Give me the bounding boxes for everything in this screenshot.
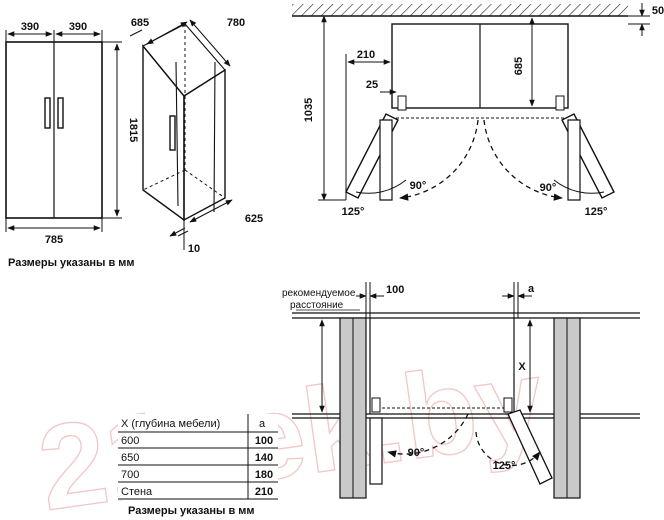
top-plan-view: 50 1035 210 25 685 90° 90° 125° 125°: [292, 3, 664, 218]
watermark: 21vek.by: [31, 333, 552, 520]
table-cell-a: 140: [255, 452, 273, 464]
plan-angle-90-left: 90°: [410, 180, 427, 192]
plan-offset: 210: [357, 49, 375, 61]
iso-depth-top: 685: [131, 17, 149, 29]
table-cell-a: 210: [255, 486, 273, 498]
front-total-width: 785: [45, 234, 63, 246]
front-width-right: 390: [69, 21, 87, 33]
install-angle-125: 125°: [493, 460, 516, 472]
iso-gap-bottom: 10: [188, 243, 200, 255]
plan-angle-125-right: 125°: [585, 206, 608, 218]
front-width-left: 390: [21, 21, 39, 33]
plan-wall-gap: 50: [652, 5, 664, 17]
plan-depth: 1035: [303, 98, 315, 122]
table-cell-a: 100: [255, 435, 273, 447]
plan-door-depth: 685: [513, 57, 525, 75]
table-cell-x: Стена: [121, 486, 153, 498]
table-cell-a: 180: [255, 469, 273, 481]
install-gap-value: 100: [386, 284, 404, 296]
isometric-view: [129, 19, 233, 250]
table-cell-x: 650: [121, 452, 139, 464]
distance-table: X (глубина мебели) a 600 100 650 140 700…: [118, 414, 278, 500]
caption-bottom: Размеры указаны в мм: [128, 505, 255, 517]
table-cell-x: 700: [121, 469, 139, 481]
iso-width-top: 780: [227, 17, 245, 29]
table-header-x: X (глубина мебели): [121, 418, 220, 430]
table-header-a: a: [259, 418, 266, 430]
front-view: 390 390 1815 785: [5, 21, 139, 246]
install-depth-var: X: [518, 361, 526, 373]
plan-angle-90-right: 90°: [540, 182, 557, 194]
install-angle-90: 90°: [408, 447, 425, 459]
installation-view: X 100 a 90° 125°: [292, 282, 640, 499]
front-height: 1815: [127, 118, 139, 142]
install-gap-var: a: [528, 283, 535, 295]
plan-hinge: 25: [366, 79, 378, 91]
install-label-line1: рекомендуемое: [282, 288, 356, 299]
iso-depth-bottom: 625: [245, 213, 263, 225]
install-label-line2: расстояние: [290, 300, 344, 311]
plan-angle-125-left: 125°: [342, 206, 365, 218]
caption-top: Размеры указаны в мм: [8, 257, 135, 269]
table-cell-x: 600: [121, 435, 139, 447]
